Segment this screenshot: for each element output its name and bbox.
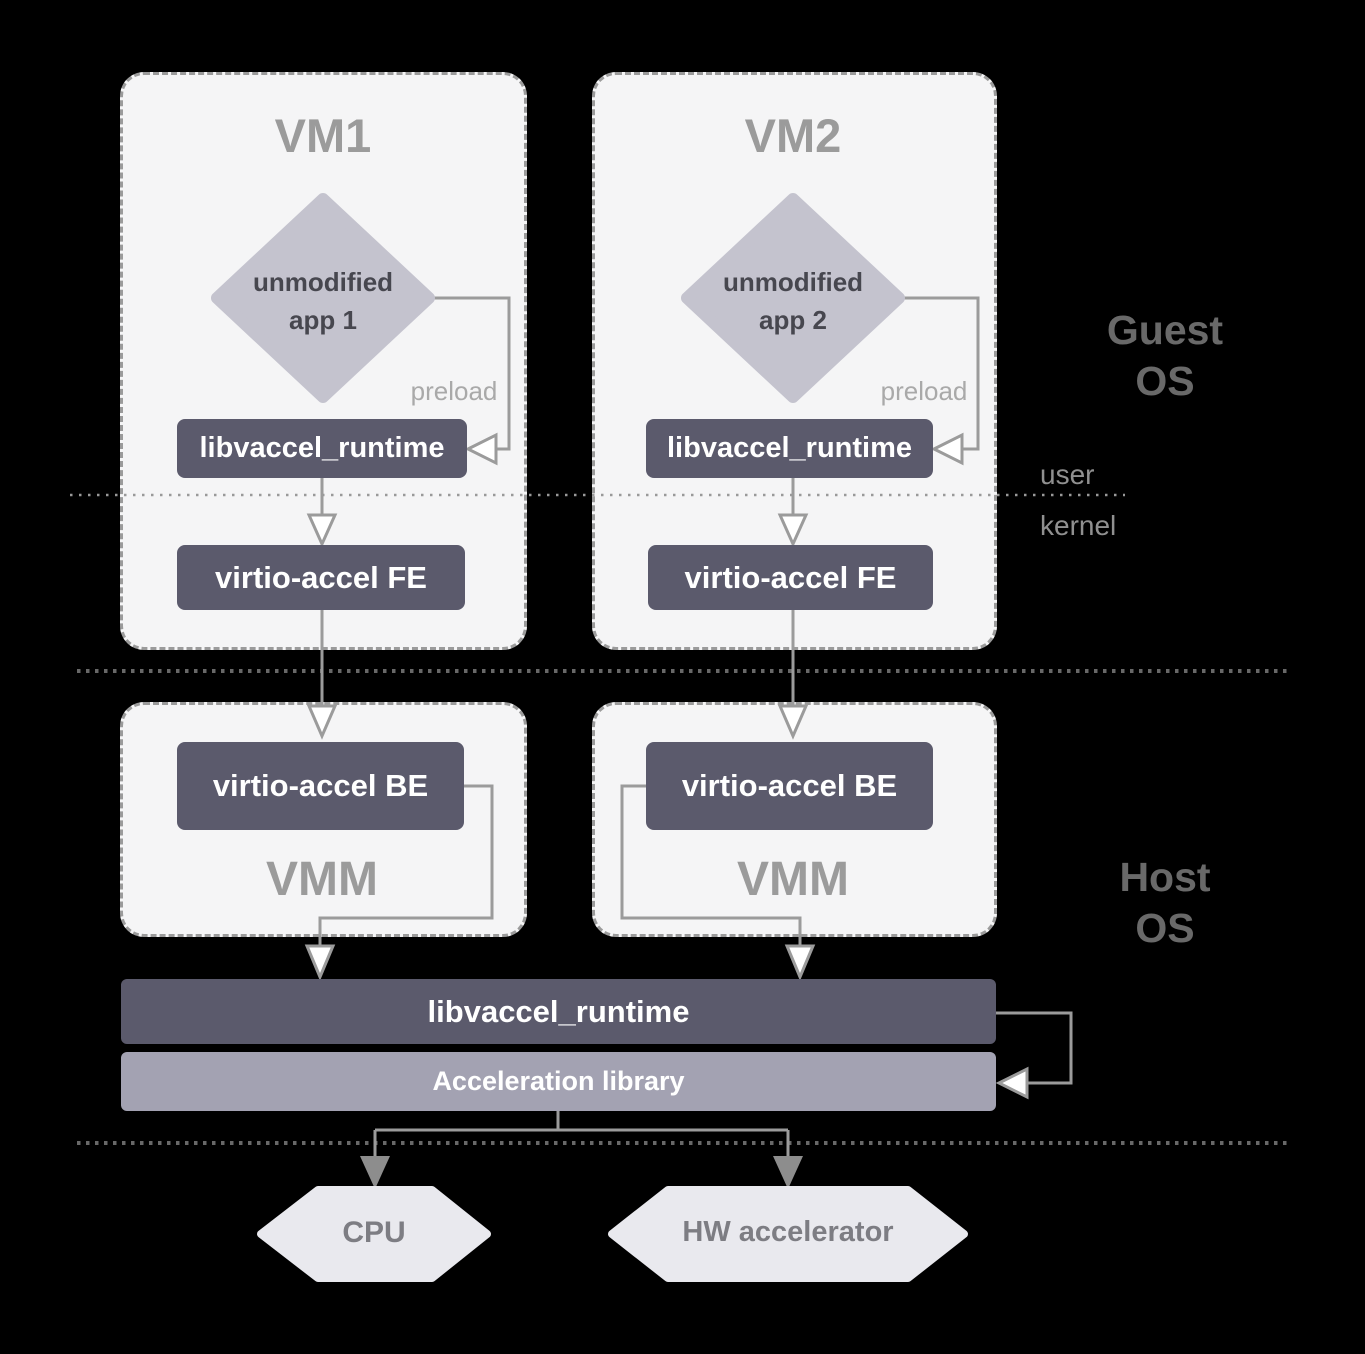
host-runtime-bar: libvaccel_runtime — [121, 979, 996, 1044]
acceleration-library-bar: Acceleration library — [121, 1052, 996, 1111]
cpu-label: CPU — [342, 1216, 406, 1249]
vm2-runtime-box: libvaccel_runtime — [646, 419, 933, 478]
vm1-frontend-to-backend-arrow — [306, 610, 338, 740]
vm2-frontend-box: virtio-accel FE — [648, 545, 933, 610]
open-arrowhead-icon — [306, 704, 338, 740]
open-arrowhead-icon — [777, 704, 809, 740]
open-arrowhead-icon — [930, 432, 964, 466]
vm2-frontend-to-backend-arrow — [777, 610, 809, 740]
vmm1-backend-to-runtime-arrow — [304, 784, 494, 981]
vm2-title: VM2 — [744, 109, 842, 162]
vm1-title: VM1 — [274, 109, 372, 162]
vm1-app-diamond — [211, 193, 435, 403]
vm2-frontend-label: virtio-accel FE — [684, 559, 897, 595]
library-to-hardware-arrows — [360, 1111, 803, 1189]
solid-arrowhead-icon — [773, 1156, 803, 1189]
vm1-frontend-box: virtio-accel FE — [177, 545, 465, 610]
vmm2-title: VMM — [737, 853, 849, 906]
vm2-app-label: unmodified app 2 — [722, 267, 864, 335]
hw-accelerator-hexagon — [608, 1186, 968, 1282]
vmm2-backend-box: virtio-accel BE — [646, 742, 933, 830]
open-arrowhead-icon — [304, 944, 336, 981]
kernel-label: kernel — [1040, 510, 1117, 541]
open-arrowhead-icon — [777, 513, 809, 548]
open-arrowhead-icon — [464, 432, 498, 466]
host-runtime-label: libvaccel_runtime — [427, 993, 690, 1029]
vm1-frontend-label: virtio-accel FE — [215, 559, 427, 595]
vm1-preload-arrow — [430, 296, 511, 466]
open-arrowhead-icon — [995, 1066, 1029, 1100]
runtime-to-library-arrow — [995, 1011, 1073, 1100]
vmm2-backend-to-runtime-arrow — [620, 784, 816, 981]
vm1-runtime-box: libvaccel_runtime — [177, 419, 467, 478]
vm1-preload-label: preload — [410, 376, 498, 406]
cpu-hexagon — [257, 1186, 491, 1282]
vmm1-backend-label: virtio-accel BE — [212, 768, 429, 803]
vm1-runtime-to-frontend-arrow — [306, 478, 338, 548]
guest-os-label: Guest OS — [1106, 307, 1224, 405]
vm2-preload-arrow — [902, 296, 980, 466]
vm1-app-label: unmodified app 1 — [252, 267, 394, 335]
vm2-runtime-label: libvaccel_runtime — [667, 432, 912, 464]
open-arrowhead-icon — [306, 513, 338, 548]
hw-accelerator-label: HW accelerator — [682, 1216, 894, 1248]
solid-arrowhead-icon — [360, 1156, 390, 1189]
vm2-preload-label: preload — [880, 376, 968, 406]
vmm1-backend-box: virtio-accel BE — [177, 742, 464, 830]
vm1-runtime-label: libvaccel_runtime — [199, 432, 445, 464]
vmm1-title: VMM — [266, 853, 378, 906]
open-arrowhead-icon — [784, 944, 816, 981]
user-label: user — [1040, 459, 1095, 490]
vm2-runtime-to-frontend-arrow — [777, 478, 809, 548]
acceleration-library-label: Acceleration library — [432, 1066, 685, 1096]
vm2-app-diamond — [681, 193, 905, 403]
vmm2-backend-label: virtio-accel BE — [681, 768, 898, 803]
host-os-label: Host OS — [1119, 854, 1211, 952]
